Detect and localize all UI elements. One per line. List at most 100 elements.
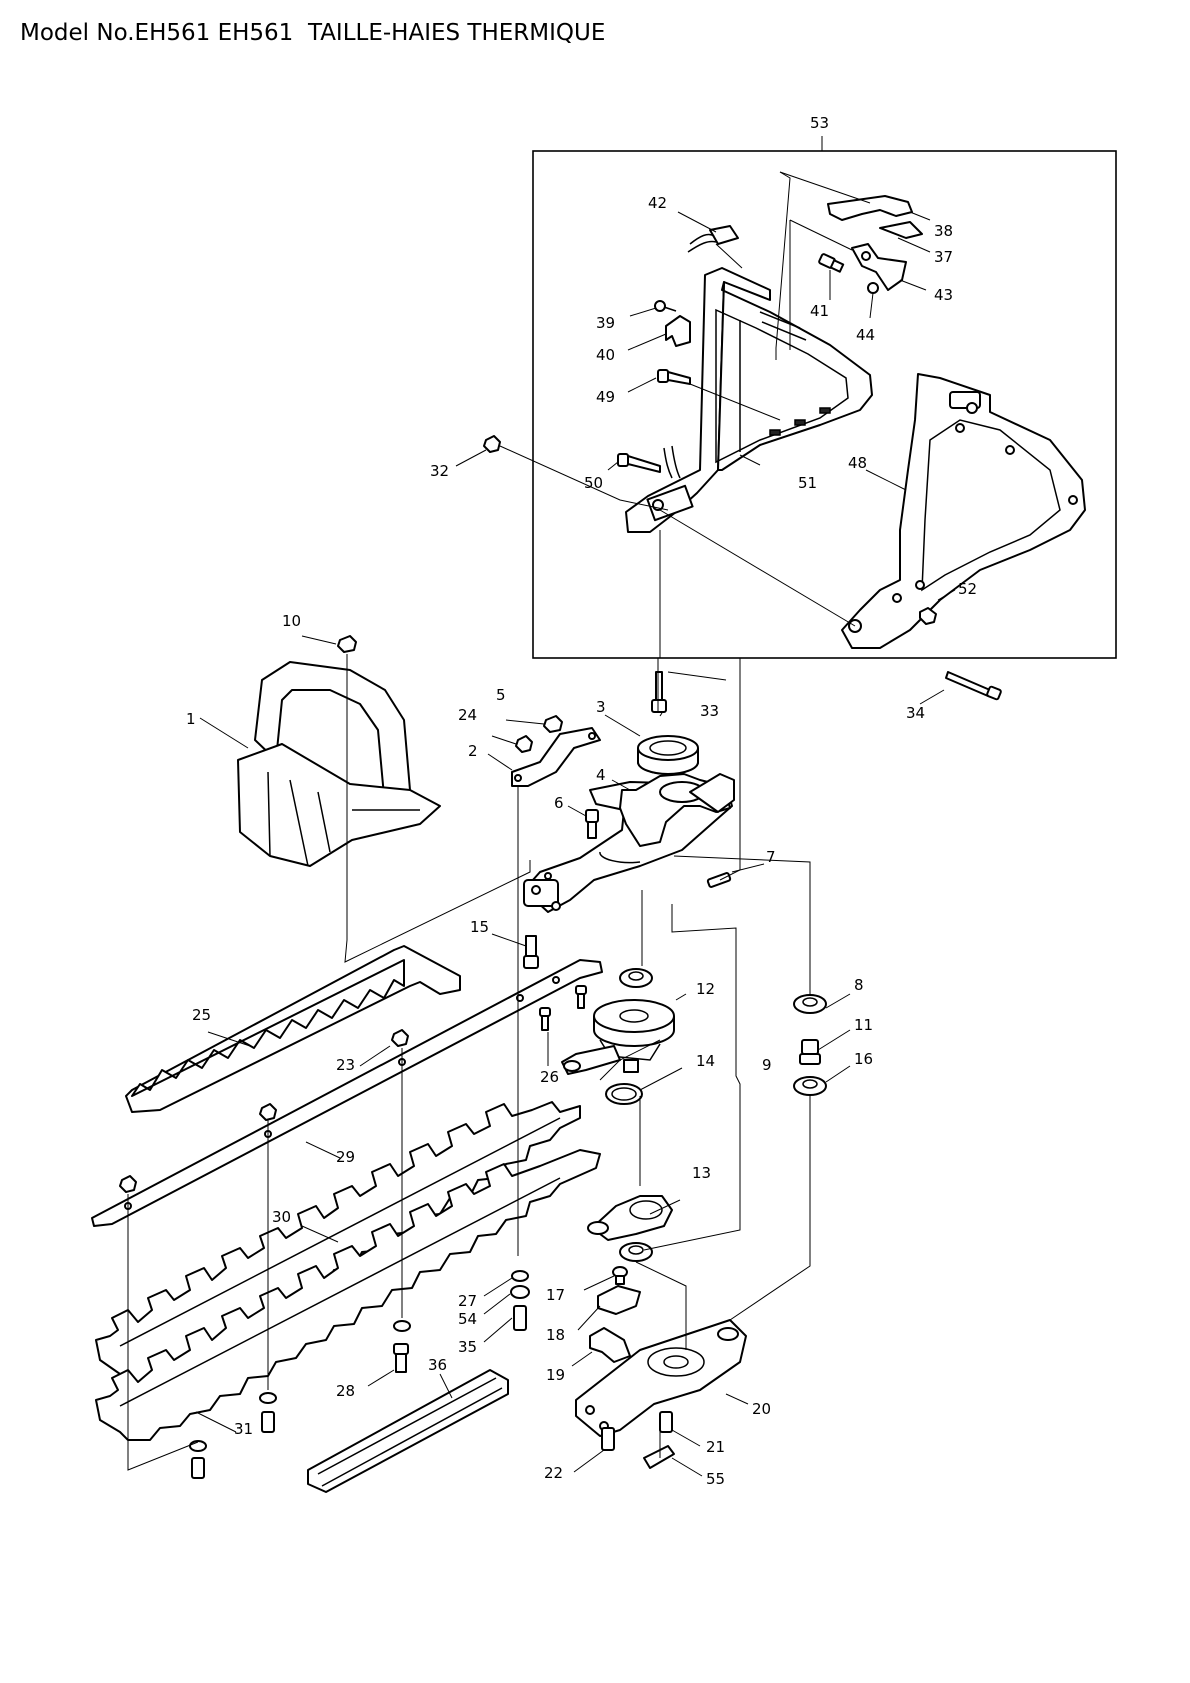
rear-handle-frame-part <box>625 267 873 533</box>
callout-55: 55 <box>706 1470 725 1488</box>
callout-6: 6 <box>554 794 564 812</box>
bracket-plate-part <box>511 727 601 787</box>
callout-labels: 1 2 3 4 5 6 7 8 9 10 11 12 13 14 15 16 1… <box>186 114 977 1488</box>
callout-29: 29 <box>336 1148 355 1166</box>
front-handle-part <box>237 661 441 867</box>
screw-17-part <box>612 1266 628 1285</box>
callout-2: 2 <box>468 742 478 760</box>
grease-nipple-part <box>706 872 732 888</box>
washer-mid-part <box>259 1392 277 1404</box>
callout-44: 44 <box>856 326 875 344</box>
callout-14: 14 <box>696 1052 715 1070</box>
callout-21: 21 <box>706 1438 725 1456</box>
callout-10: 10 <box>282 612 301 630</box>
lower-blade-part <box>95 1149 601 1441</box>
pivot-bolt-part <box>818 253 845 273</box>
bolt-22-part <box>601 1427 615 1451</box>
gear-cover-20-part <box>575 1319 747 1437</box>
callout-34: 34 <box>906 704 925 722</box>
nut-left-1-part <box>119 1175 137 1193</box>
callout-26: 26 <box>540 1068 559 1086</box>
bolt-49-part <box>657 369 691 385</box>
callout-49: 49 <box>596 388 615 406</box>
nut-23-part <box>391 1029 409 1047</box>
callout-19: 19 <box>546 1366 565 1384</box>
bolt-35-part <box>513 1305 527 1331</box>
bolt-6-part <box>585 809 599 839</box>
screw-upper-part <box>575 985 587 1009</box>
bracket-40-part <box>665 315 691 347</box>
clutch-drum-part <box>637 735 699 775</box>
nut-left-2-part <box>259 1103 277 1121</box>
nut-5-part <box>543 715 563 733</box>
callout-53: 53 <box>810 114 829 132</box>
bolt-mid-part <box>261 1411 275 1433</box>
callout-9: 9 <box>762 1056 772 1074</box>
callout-36: 36 <box>428 1356 447 1374</box>
callout-38: 38 <box>934 222 953 240</box>
nut-10-part <box>337 635 357 653</box>
bearing-16-part <box>793 1076 827 1096</box>
callout-23: 23 <box>336 1056 355 1074</box>
callout-39: 39 <box>596 314 615 332</box>
callout-12: 12 <box>696 980 715 998</box>
bolt-15-part <box>523 935 539 969</box>
blade-guard-part <box>125 945 461 1113</box>
leader-lines <box>127 445 945 1477</box>
page-title: Model No.EH561 EH561 TAILLE-HAIES THERMI… <box>20 20 606 46</box>
spring-part <box>879 221 923 239</box>
pinion-shaft-part <box>799 1039 821 1065</box>
callout-22: 22 <box>544 1464 563 1482</box>
throttle-lever-part <box>827 195 913 221</box>
screw-26-part <box>539 1007 551 1031</box>
block-19-part <box>589 1327 631 1363</box>
callout-5: 5 <box>496 686 506 704</box>
callout-28: 28 <box>336 1382 355 1400</box>
bolt-34-part <box>945 671 1002 701</box>
callout-54: 54 <box>458 1310 477 1328</box>
nut-32-part <box>483 435 501 453</box>
callout-11: 11 <box>854 1016 873 1034</box>
callout-52: 52 <box>958 580 977 598</box>
bolt-21-part <box>659 1411 673 1433</box>
callout-18: 18 <box>546 1326 565 1344</box>
handle-assembly-frame <box>532 150 1117 659</box>
callout-7: 7 <box>766 848 776 866</box>
pin-55-part <box>643 1445 675 1469</box>
callout-3: 3 <box>596 698 606 716</box>
callout-37: 37 <box>934 248 953 266</box>
callout-20: 20 <box>752 1400 771 1418</box>
gear-12-part <box>561 999 675 1075</box>
washer-54-part <box>510 1285 530 1299</box>
bolt-33-part <box>651 671 667 713</box>
callout-1: 1 <box>186 710 196 728</box>
callout-4: 4 <box>596 766 606 784</box>
bearing-8-part <box>793 994 827 1014</box>
callout-32: 32 <box>430 462 449 480</box>
cover-plate-18-part <box>597 1285 641 1315</box>
callout-43: 43 <box>934 286 953 304</box>
callout-17: 17 <box>546 1286 565 1304</box>
bolt-50-part <box>617 445 681 479</box>
upper-blade-part <box>95 1101 581 1385</box>
callout-8: 8 <box>854 976 864 994</box>
washer-center-part <box>393 1320 411 1332</box>
clip-part <box>867 282 879 294</box>
callout-24: 24 <box>458 706 477 724</box>
callout-30: 30 <box>272 1208 291 1226</box>
side-plate-part <box>841 373 1086 649</box>
callout-50: 50 <box>584 474 603 492</box>
circlip-part <box>605 1083 643 1105</box>
bearing-lower-part <box>619 1242 653 1262</box>
callout-51: 51 <box>798 474 817 492</box>
screw-39-part <box>654 300 677 312</box>
callout-15: 15 <box>470 918 489 936</box>
callout-48: 48 <box>848 454 867 472</box>
callout-27: 27 <box>458 1292 477 1310</box>
callout-40: 40 <box>596 346 615 364</box>
washer-27-part <box>511 1270 529 1282</box>
bearing-12-upper-part <box>619 968 653 988</box>
callout-41: 41 <box>810 302 829 320</box>
callout-42: 42 <box>648 194 667 212</box>
